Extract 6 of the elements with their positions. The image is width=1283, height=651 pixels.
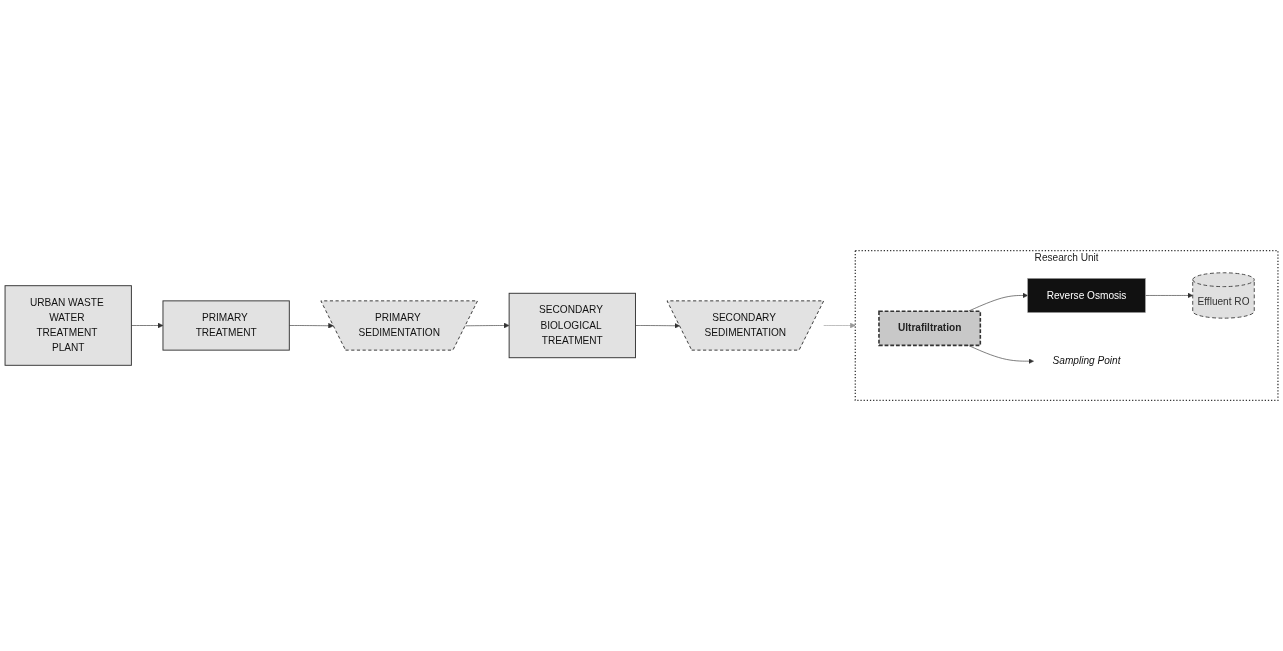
node-box: Reverse Osmosis bbox=[1027, 278, 1146, 313]
node-box: SECONDARY BIOLOGICAL TREATMENT bbox=[508, 292, 636, 359]
node-box: Ultrafiltration bbox=[878, 310, 982, 347]
node-box: PRIMARY TREATMENT bbox=[162, 300, 290, 351]
node-box: URBAN WASTE WATER TREATMENT PLANT bbox=[4, 285, 132, 366]
node-text: Sampling Point bbox=[1052, 355, 1121, 367]
